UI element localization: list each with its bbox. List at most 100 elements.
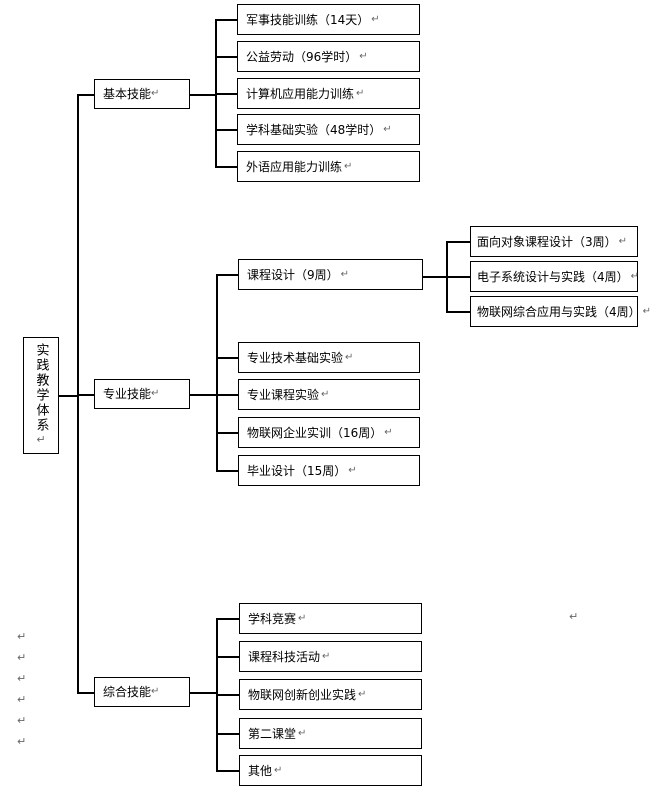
leaf-label: 毕业设计（15周） [247,463,347,478]
leaf-label: 电子系统设计与实践（4周） [477,269,629,284]
connector [190,692,217,694]
leaf-label: 军事技能训练（14天） [246,12,370,27]
paragraph-mark-icon: ↵ [17,714,27,727]
connector [216,770,239,772]
connector [446,311,470,313]
paragraph-mark-icon: ↵ [344,160,353,172]
paragraph-mark-icon: ↵ [371,13,380,25]
connector [423,276,447,278]
leaf-label: 外语应用能力训练 [246,159,343,174]
connector [446,276,470,278]
paragraph-mark-icon: ↵ [569,610,579,623]
leaf-node: 学科基础实验（48学时）↵ [237,114,420,145]
connector [190,94,216,96]
leaf-label: 专业技术基础实验 [247,350,344,365]
leaf-label: 课程设计（9周） [247,267,339,282]
node-label: 专业技能 [103,387,152,401]
connector [216,394,238,396]
leaf-node: 公益劳动（96学时）↵ [237,41,420,72]
paragraph-mark-icon: ↵ [358,688,367,700]
node-comprehensive-skills: 综合技能↵ [94,677,190,707]
paragraph-mark-icon: ↵ [298,727,307,739]
connector [215,166,237,168]
connector [216,618,239,620]
leaf-node: 课程科技活动↵ [239,641,422,672]
connector [216,432,238,434]
paragraph-mark-icon: ↵ [17,735,27,748]
paragraph-mark-icon: ↵ [348,464,357,476]
leaf-node: 军事技能训练（14天）↵ [237,4,420,35]
leaf-label: 其他 [248,763,273,778]
paragraph-mark-icon: ↵ [151,88,160,99]
connector [77,394,94,396]
leaf-label: 面向对象课程设计（3周） [477,234,617,249]
paragraph-mark-icon: ↵ [151,388,160,399]
leaf-label: 学科基础实验（48学时） [246,122,382,137]
leaf-label: 物联网企业实训（16周） [247,425,383,440]
connector [216,733,239,735]
connector [215,19,237,21]
connector [216,274,218,471]
connector [58,395,78,397]
leaf-node: 计算机应用能力训练↵ [237,78,420,109]
paragraph-mark-icon: ↵ [340,268,350,280]
node-label: 基本技能 [103,87,152,101]
root-node: 实践教学体系↵ [23,337,59,454]
connector [216,357,238,359]
leaf-node: 毕业设计（15周）↵ [238,455,420,486]
connector [216,274,238,276]
connector [190,394,217,396]
leaf-label: 物联网综合应用与实践（4周） [477,304,641,319]
connector [215,129,237,131]
leaf-label: 计算机应用能力训练 [246,86,355,101]
leaf-label: 专业课程实验 [247,387,320,402]
paragraph-mark-icon: ↵ [274,764,283,776]
leaf-node: 物联网创新创业实践↵ [239,679,422,710]
paragraph-mark-icon: ↵ [298,612,307,624]
leaf-node: 物联网企业实训（16周）↵ [238,417,420,448]
paragraph-mark-icon: ↵ [17,693,27,706]
leaf-label: 物联网创新创业实践 [248,687,357,702]
connector [215,93,237,95]
sub-leaf-node: 电子系统设计与实践（4周）↵ [470,261,640,292]
root-label: 实践教学体系 [33,343,49,433]
node-basic-skills: 基本技能↵ [94,79,190,109]
connector [77,94,94,96]
node-professional-skills: 专业技能↵ [94,379,190,409]
leaf-label: 学科竞赛 [248,611,297,626]
connector [216,470,238,472]
sub-leaf-node: 面向对象课程设计（3周）↵ [470,226,638,257]
connector [77,692,94,694]
paragraph-mark-icon: ↵ [356,87,365,99]
paragraph-mark-icon: ↵ [17,651,27,664]
paragraph-mark-icon: ↵ [359,50,368,62]
connector [77,94,79,693]
leaf-label: 第二课堂 [248,726,297,741]
connector [216,694,239,696]
leaf-node: 学科竞赛↵ [239,603,422,634]
leaf-node: 第二课堂↵ [239,718,422,749]
paragraph-mark-icon: ↵ [384,426,393,438]
leaf-node: 外语应用能力训练↵ [237,151,420,182]
leaf-node: 专业技术基础实验↵ [238,342,420,373]
paragraph-mark-icon: ↵ [618,235,628,247]
paragraph-mark-icon: ↵ [642,305,652,317]
sub-leaf-node: 物联网综合应用与实践（4周）↵ [470,296,651,327]
node-label: 综合技能 [103,685,152,699]
paragraph-mark-icon: ↵ [321,388,330,400]
connector [446,241,470,243]
paragraph-mark-icon: ↵ [630,270,640,282]
paragraph-mark-icon: ↵ [383,123,392,135]
leaf-node: 专业课程实验↵ [238,379,420,410]
paragraph-mark-icon: ↵ [345,351,354,363]
connector [216,656,239,658]
leaf-label: 课程科技活动 [248,649,321,664]
leaf-label: 公益劳动（96学时） [246,49,358,64]
leaf-node: 其他↵ [239,755,422,786]
connector [215,56,237,58]
paragraph-mark-icon: ↵ [17,672,27,685]
paragraph-mark-icon: ↵ [151,686,160,697]
paragraph-mark-icon: ↵ [17,630,27,643]
paragraph-mark-icon: ↵ [322,650,331,662]
leaf-node: 课程设计（9周）↵ [238,259,423,290]
